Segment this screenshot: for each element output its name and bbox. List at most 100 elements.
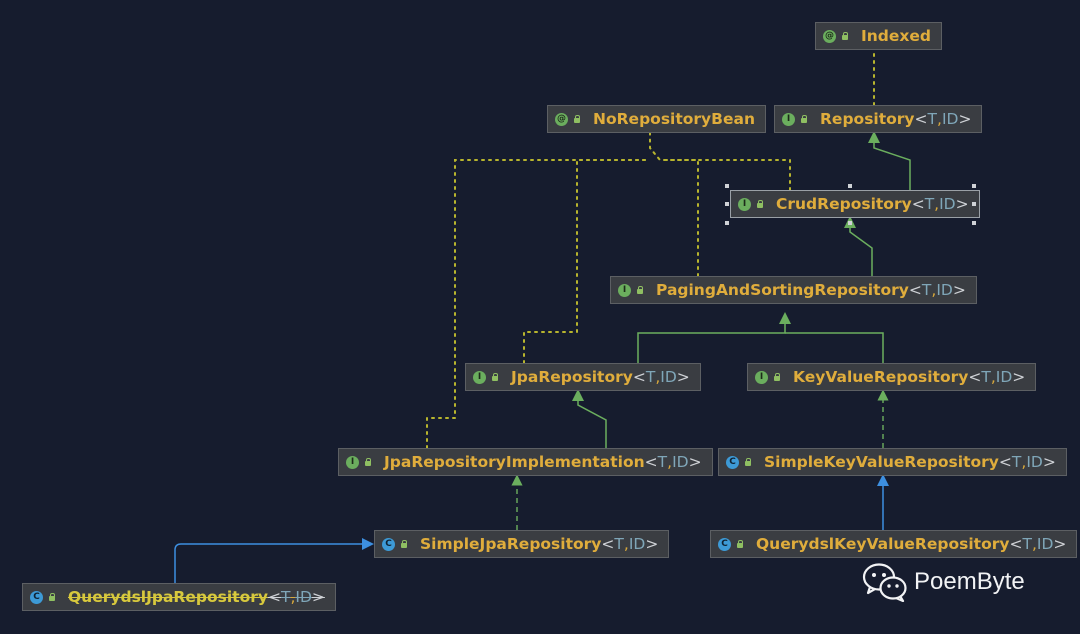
node-name: QuerydslJpaRepository bbox=[68, 588, 268, 606]
public-lock-icon bbox=[48, 592, 56, 602]
class-badge-icon: C bbox=[718, 537, 731, 551]
public-lock-icon bbox=[400, 539, 408, 549]
interface-badge-icon: I bbox=[782, 112, 795, 126]
generic-separator: , bbox=[667, 453, 673, 471]
type-parameter: ID bbox=[995, 368, 1013, 386]
selection-handle[interactable] bbox=[848, 221, 852, 225]
type-parameter: ID bbox=[628, 535, 646, 553]
edge-extends-class bbox=[174, 538, 374, 583]
generic-separator: , bbox=[1031, 535, 1037, 553]
node-indexed[interactable]: @ Indexed bbox=[815, 22, 943, 50]
generic-close: > bbox=[1012, 368, 1026, 386]
selection-handle[interactable] bbox=[972, 202, 976, 206]
generic-open: < bbox=[644, 453, 658, 471]
type-parameter: T bbox=[614, 535, 624, 553]
generic-close: > bbox=[676, 368, 690, 386]
generic-open: < bbox=[632, 368, 646, 386]
node-name: Repository bbox=[820, 110, 915, 128]
selection-handle[interactable] bbox=[725, 221, 729, 225]
public-lock-icon bbox=[800, 114, 808, 124]
interface-badge-icon: I bbox=[473, 370, 486, 384]
annotation-badge-icon: @ bbox=[823, 29, 836, 43]
generic-close: > bbox=[311, 588, 325, 606]
class-badge-icon: C bbox=[726, 455, 739, 469]
interface-badge-icon: I bbox=[618, 283, 631, 297]
generic-close: > bbox=[952, 281, 966, 299]
generic-separator: , bbox=[934, 195, 940, 213]
node-name: JpaRepository bbox=[511, 368, 633, 386]
type-parameter: ID bbox=[660, 368, 677, 386]
edge-extends bbox=[844, 216, 873, 276]
node-jpa-repository[interactable]: I JpaRepository<T, ID> bbox=[465, 363, 701, 391]
generic-open: < bbox=[911, 195, 925, 213]
node-name: JpaRepositoryImplementation bbox=[384, 453, 645, 471]
generic-separator: , bbox=[990, 368, 996, 386]
node-name: KeyValueRepository bbox=[793, 368, 969, 386]
edge-annotated bbox=[659, 159, 699, 277]
generic-open: < bbox=[914, 110, 928, 128]
type-parameter: ID bbox=[939, 195, 956, 213]
edge-extends bbox=[572, 389, 607, 448]
watermark: PoemByte bbox=[862, 562, 1025, 602]
public-lock-icon bbox=[364, 457, 372, 467]
type-parameter: T bbox=[645, 368, 656, 386]
selection-handle[interactable] bbox=[972, 221, 976, 225]
edge-annotated bbox=[649, 132, 791, 191]
node-name: SimpleKeyValueRepository bbox=[764, 453, 999, 471]
type-parameter: ID bbox=[295, 588, 312, 606]
node-no-repository-bean[interactable]: @ NoRepositoryBean bbox=[547, 105, 766, 133]
edge-annotated bbox=[426, 159, 651, 449]
generic-open: < bbox=[1009, 535, 1023, 553]
generic-separator: , bbox=[655, 368, 661, 386]
type-parameter: T bbox=[921, 281, 932, 299]
type-parameter: T bbox=[927, 110, 938, 128]
type-parameter: T bbox=[1022, 535, 1032, 553]
public-lock-icon bbox=[744, 457, 752, 467]
public-lock-icon bbox=[841, 31, 849, 41]
type-parameter: T bbox=[924, 195, 935, 213]
edge-extends bbox=[868, 131, 911, 190]
node-name: CrudRepository bbox=[776, 195, 912, 213]
class-badge-icon: C bbox=[30, 590, 43, 604]
generic-separator: , bbox=[623, 535, 629, 553]
type-parameter: ID bbox=[672, 453, 689, 471]
generic-open: < bbox=[601, 535, 615, 553]
node-name: PagingAndSortingRepository bbox=[656, 281, 909, 299]
type-parameter: ID bbox=[1036, 535, 1054, 553]
generic-separator: , bbox=[931, 281, 937, 299]
selection-handle[interactable] bbox=[725, 202, 729, 206]
node-name: NoRepositoryBean bbox=[593, 110, 755, 128]
public-lock-icon bbox=[636, 285, 644, 295]
generic-separator: , bbox=[937, 110, 942, 128]
public-lock-icon bbox=[573, 114, 581, 124]
generic-open: < bbox=[908, 281, 922, 299]
selection-handle[interactable] bbox=[725, 184, 729, 188]
watermark-text: PoemByte bbox=[914, 568, 1025, 595]
annotation-badge-icon: @ bbox=[555, 112, 568, 126]
selection-handle[interactable] bbox=[972, 184, 976, 188]
edge-extends bbox=[637, 312, 791, 363]
generic-close: > bbox=[1042, 453, 1056, 471]
node-querydsl-key-value-repository[interactable]: C QuerydslKeyValueRepository<T, ID> bbox=[710, 530, 1078, 558]
selection-handle[interactable] bbox=[848, 184, 852, 188]
node-name: QuerydslKeyValueRepository bbox=[756, 535, 1010, 553]
node-name: Indexed bbox=[861, 27, 932, 45]
class-badge-icon: C bbox=[382, 537, 395, 551]
generic-close: > bbox=[958, 110, 972, 128]
generic-close: > bbox=[1053, 535, 1067, 553]
generic-separator: , bbox=[1021, 453, 1027, 471]
public-lock-icon bbox=[491, 372, 499, 382]
generic-close: > bbox=[955, 195, 969, 213]
generic-open: < bbox=[998, 453, 1012, 471]
type-parameter: T bbox=[280, 588, 291, 606]
edge-annotated bbox=[523, 159, 651, 364]
